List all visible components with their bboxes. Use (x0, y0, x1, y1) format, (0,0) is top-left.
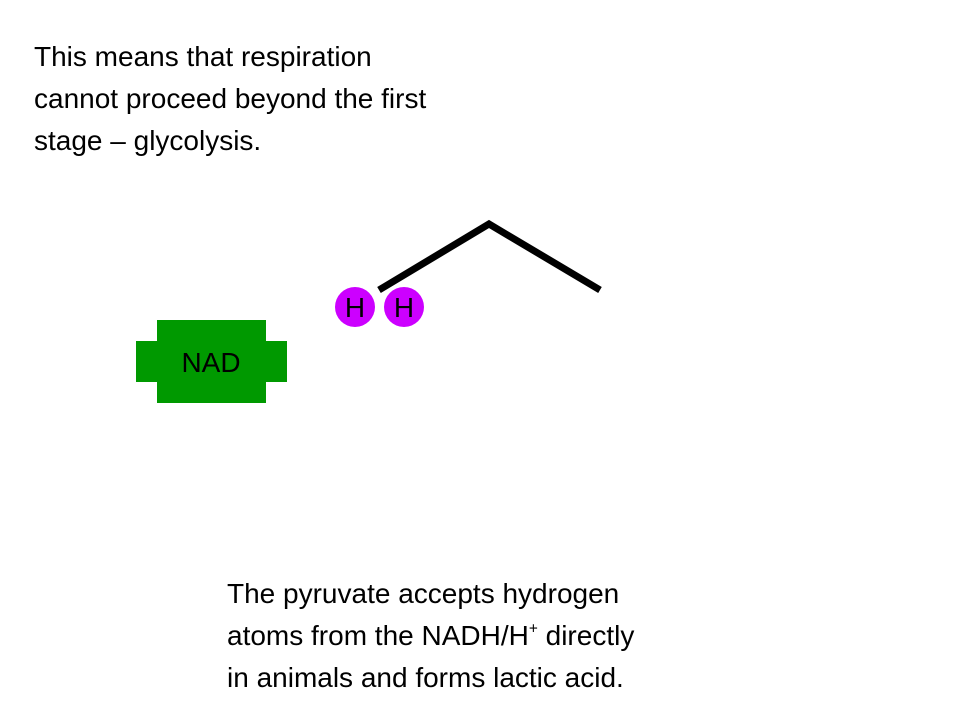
bottom-line-2: atoms from the NADH/H+ directly (227, 615, 747, 657)
hydrogen-label-2: H (394, 292, 414, 323)
nad-molecule: NAD (136, 320, 287, 403)
top-line-3: stage – glycolysis. (34, 125, 262, 156)
bottom-line-2-end: directly (537, 620, 635, 651)
bottom-line-3: in animals and forms lactic acid. (227, 662, 624, 693)
hydrogen-circle-1 (335, 287, 375, 327)
plus-superscript: + (528, 620, 538, 638)
hydrogen-atom-1: H (335, 287, 375, 327)
bottom-paragraph: The pyruvate accepts hydrogen atoms from… (227, 573, 747, 699)
bottom-line-1: The pyruvate accepts hydrogen (227, 578, 620, 609)
top-line-2: cannot proceed beyond the first (34, 83, 427, 114)
pyruvate-molecule-line (377, 219, 602, 294)
hydrogen-atom-2: H (384, 287, 424, 327)
top-paragraph: This means that respiration cannot proce… (34, 36, 514, 162)
nad-label: NAD (181, 347, 240, 378)
top-line-1: This means that respiration (34, 41, 372, 72)
hydrogen-circle-2 (384, 287, 424, 327)
nad-shape-horizontal (136, 341, 287, 382)
hydrogen-label-1: H (345, 292, 365, 323)
bottom-line-2-start: atoms from the NADH/H (227, 620, 529, 651)
